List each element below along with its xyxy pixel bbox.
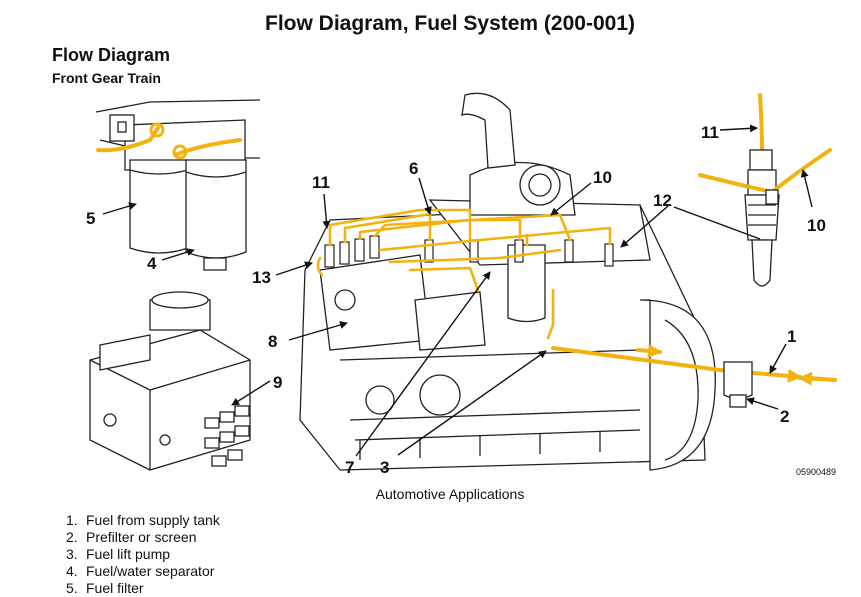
callout-2: 2 [780, 407, 789, 426]
engine-illustration [299, 92, 716, 471]
legend-item: 3.Fuel lift pump [66, 546, 171, 562]
callout-13: 13 [252, 268, 271, 287]
callout-8: 8 [268, 332, 277, 351]
legend-item: 2.Prefilter or screen [66, 529, 197, 545]
figure-code: 05900489 [796, 467, 837, 477]
legend-item: 4.Fuel/water separator [66, 563, 215, 579]
prefilter-illustration [723, 361, 837, 408]
callout-labels: 1 2 3 4 5 6 7 8 9 10 11 12 13 10 11 [86, 123, 826, 477]
callout-6: 6 [409, 159, 418, 178]
page-title: Flow Diagram, Fuel System (200-001) [265, 12, 635, 35]
callout-1: 1 [787, 327, 796, 346]
callout-5: 5 [86, 209, 95, 228]
callout-11: 11 [312, 173, 330, 192]
figure-caption: Automotive Applications [375, 486, 525, 502]
section-subheading: Front Gear Train [52, 70, 161, 86]
callout-12: 12 [653, 191, 672, 210]
callout-11-detail: 11 [701, 123, 719, 142]
legend-list: 1.Fuel from supply tank 2.Prefilter or s… [66, 512, 220, 597]
callout-7: 7 [345, 458, 354, 477]
callout-10: 10 [593, 168, 612, 187]
legend-item: 1.Fuel from supply tank [66, 512, 220, 528]
callout-3: 3 [380, 458, 389, 477]
callout-9: 9 [273, 373, 282, 392]
injection-pump-illustration [89, 291, 251, 471]
fuel-lines [316, 208, 802, 383]
callout-10-detail: 10 [807, 216, 826, 235]
injector-detail-illustration [698, 93, 832, 287]
filter-assembly-illustration [95, 99, 261, 271]
callout-4: 4 [147, 254, 157, 273]
legend-item: 5.Fuel filter [66, 580, 144, 596]
section-heading: Flow Diagram [52, 45, 171, 65]
leader-lines [102, 124, 813, 457]
